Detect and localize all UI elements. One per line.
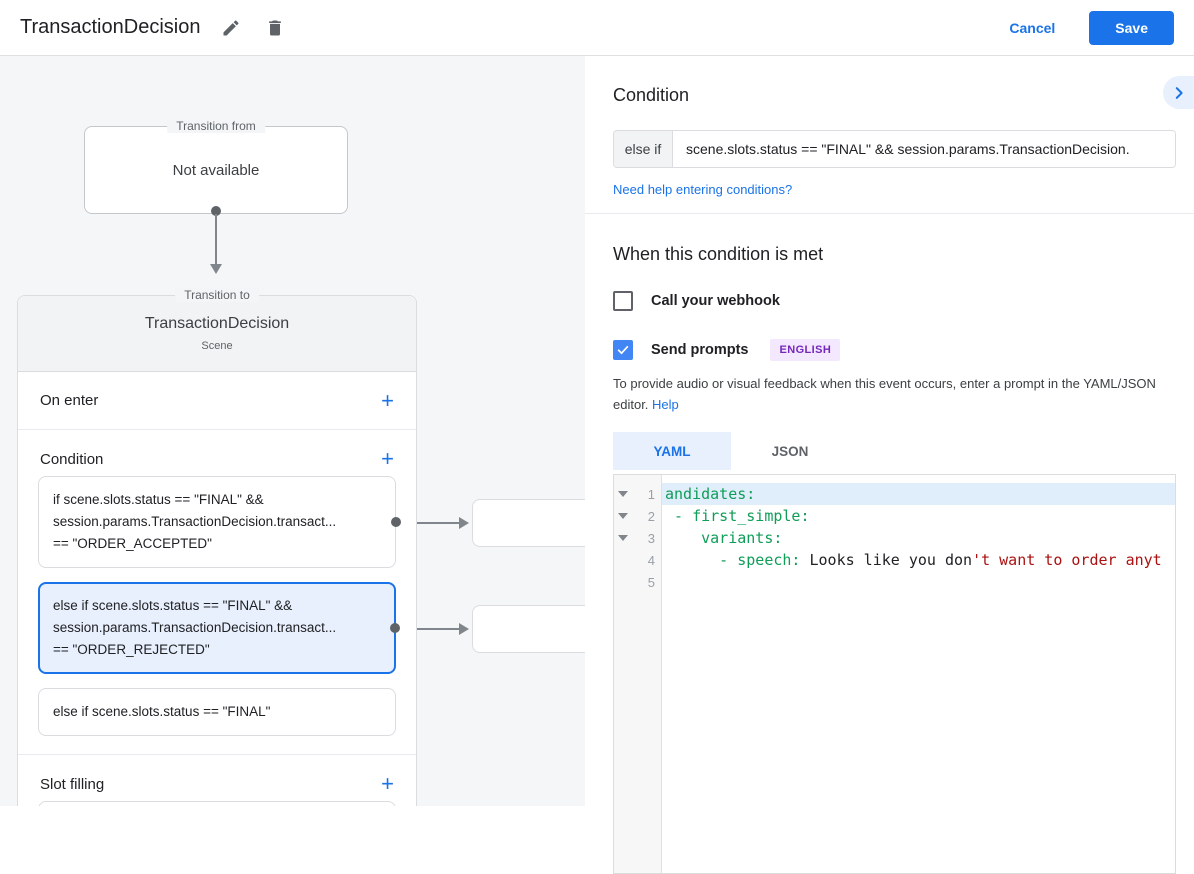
condition-expression-input[interactable] xyxy=(673,131,1175,167)
editor-hint: To provide audio or visual feedback when… xyxy=(613,373,1176,415)
send-prompts-row: Send prompts ENGLISH xyxy=(613,339,1176,361)
code-area[interactable]: andidates: - first_simple: variants: - s… xyxy=(662,475,1175,873)
transition-from-label: Transition from xyxy=(167,119,265,133)
call-webhook-checkbox[interactable] xyxy=(613,291,633,311)
page-title: TransactionDecision xyxy=(20,16,200,39)
fold-arrow-icon xyxy=(618,491,628,497)
edit-button[interactable] xyxy=(220,17,242,39)
checkmark-icon xyxy=(616,343,630,357)
condition-detail-panel: Condition else if Need help entering con… xyxy=(585,56,1194,806)
panel-divider xyxy=(585,213,1194,214)
conditions-help-link[interactable]: Need help entering conditions? xyxy=(613,182,792,197)
yaml-token: Looks like you don xyxy=(800,551,972,569)
webhook-row: Call your webhook xyxy=(613,291,1176,311)
scene-card-header: TransactionDecision Scene xyxy=(18,296,416,372)
code-line-1: andidates: xyxy=(662,483,1175,505)
pencil-icon xyxy=(221,18,241,38)
condition-card-final[interactable]: else if scene.slots.status == "FINAL" xyxy=(38,688,396,736)
condition-text: == "ORDER_ACCEPTED" xyxy=(53,533,381,555)
code-line-3: variants: xyxy=(662,527,1175,549)
line-number: 5 xyxy=(631,575,661,590)
scene-type-label: Scene xyxy=(18,340,416,352)
line-number: 3 xyxy=(631,531,661,546)
fold-arrow-icon xyxy=(618,535,628,541)
editor-gutter: 1 2 3 4 5 xyxy=(614,475,662,873)
on-enter-section: On enter + xyxy=(18,372,416,430)
on-enter-label: On enter xyxy=(40,392,98,409)
line-number: 4 xyxy=(631,553,661,568)
code-line-5 xyxy=(662,571,1175,593)
condition-section: Condition + if scene.slots.status == "FI… xyxy=(18,430,416,755)
chevron-right-icon xyxy=(1170,84,1188,102)
editor-hint-text: To provide audio or visual feedback when… xyxy=(613,376,1156,412)
condition-section-label: Condition xyxy=(40,451,103,468)
yaml-code-editor: 1 2 3 4 5 andidates: - first_simple: xyxy=(613,474,1176,874)
connector-dot xyxy=(390,623,400,633)
transition-from-content: Not available xyxy=(85,127,347,213)
yaml-token: variants: xyxy=(665,529,782,547)
condition-expression-row: else if xyxy=(613,130,1176,168)
fold-toggle[interactable] xyxy=(614,535,631,541)
fold-toggle[interactable] xyxy=(614,513,631,519)
transition-from-box: Transition from Not available xyxy=(84,126,348,214)
help-link[interactable]: Help xyxy=(652,397,679,412)
condition-text: session.params.TransactionDecision.trans… xyxy=(53,617,381,639)
call-webhook-label: Call your webhook xyxy=(651,293,780,309)
transition-to-label: Transition to xyxy=(175,288,259,302)
cancel-button[interactable]: Cancel xyxy=(1009,20,1055,36)
condition-card-rejected-selected[interactable]: else if scene.slots.status == "FINAL" &&… xyxy=(38,582,396,674)
language-badge: ENGLISH xyxy=(770,339,840,361)
slot-filling-label: Slot filling xyxy=(40,776,104,793)
yaml-token: - speech: xyxy=(665,551,800,569)
condition-operator-label: else if xyxy=(614,131,673,167)
slot-validation-card[interactable]: Slot validation xyxy=(38,801,396,806)
line-number: 1 xyxy=(631,487,661,502)
fold-arrow-icon xyxy=(618,513,628,519)
tab-yaml[interactable]: YAML xyxy=(613,432,731,470)
arrow-right-icon xyxy=(459,623,469,635)
code-line-4: - speech: Looks like you don't want to o… xyxy=(662,549,1175,571)
trash-icon xyxy=(265,18,285,38)
editor-tabs: YAML JSON xyxy=(613,432,1176,470)
condition-panel-heading: Condition xyxy=(613,85,1176,106)
condition-text: else if scene.slots.status == "FINAL" && xyxy=(53,595,381,617)
condition-text: == "ORDER_REJECTED" xyxy=(53,639,381,661)
arrow-right-icon xyxy=(459,517,469,529)
condition-card-accepted[interactable]: if scene.slots.status == "FINAL" && sess… xyxy=(38,476,396,568)
arrow-down-icon xyxy=(210,264,222,274)
connector-line xyxy=(215,214,217,266)
send-prompts-checkbox[interactable] xyxy=(613,340,633,360)
save-button[interactable]: Save xyxy=(1089,11,1174,45)
yaml-token: andidates: xyxy=(665,485,755,503)
add-condition-button[interactable]: + xyxy=(381,448,394,470)
add-on-enter-button[interactable]: + xyxy=(381,390,394,412)
condition-met-heading: When this condition is met xyxy=(613,244,1176,265)
transition-target-box-1[interactable] xyxy=(472,499,585,547)
scene-flow-canvas: Transition from Not available Transition… xyxy=(0,56,585,806)
collapse-panel-button[interactable] xyxy=(1163,76,1194,109)
scene-card: Transition to TransactionDecision Scene … xyxy=(17,295,417,806)
yaml-token: 't want to order anyt xyxy=(972,551,1162,569)
delete-button[interactable] xyxy=(264,17,286,39)
transition-target-box-2[interactable] xyxy=(472,605,585,653)
top-bar: TransactionDecision Cancel Save xyxy=(0,0,1194,56)
condition-text: else if scene.slots.status == "FINAL" xyxy=(53,701,381,723)
tab-json[interactable]: JSON xyxy=(731,432,849,470)
code-line-2: - first_simple: xyxy=(662,505,1175,527)
add-slot-button[interactable]: + xyxy=(381,773,394,795)
send-prompts-label: Send prompts xyxy=(651,342,748,358)
connector-dot xyxy=(391,517,401,527)
line-number: 2 xyxy=(631,509,661,524)
condition-text: if scene.slots.status == "FINAL" && xyxy=(53,489,381,511)
condition-text: session.params.TransactionDecision.trans… xyxy=(53,511,381,533)
yaml-token: - first_simple: xyxy=(665,507,810,525)
slot-filling-section: Slot filling + Slot validation xyxy=(18,755,416,806)
fold-toggle[interactable] xyxy=(614,491,631,497)
